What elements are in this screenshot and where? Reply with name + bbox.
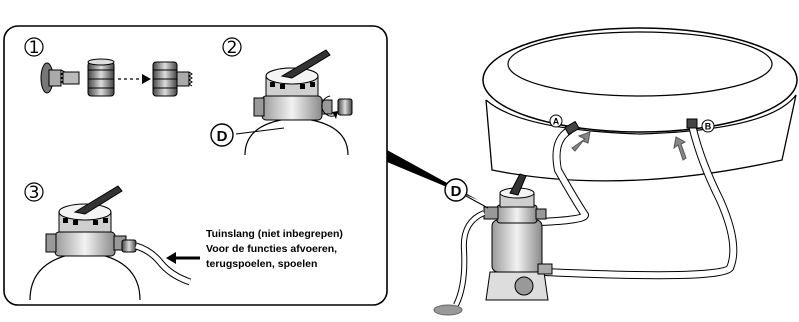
a-marker — [549, 114, 563, 128]
d-marker — [210, 123, 234, 147]
a-label: A — [553, 117, 560, 127]
water-puddle — [433, 304, 463, 316]
step-3-marker — [24, 182, 44, 202]
step-2-label: 2 — [227, 38, 238, 58]
note-line-3: terugspoelen, spoelen — [206, 258, 317, 270]
b-marker — [701, 119, 715, 133]
step-1-marker — [24, 37, 44, 57]
multiport-valve-icon — [45, 185, 127, 257]
hose-b — [544, 118, 738, 280]
note-line-2: Voor de functies afvoeren, — [206, 243, 337, 255]
filter-pump — [433, 173, 553, 316]
hose-connector-icon — [152, 61, 193, 97]
step-2: 2 D — [210, 37, 353, 156]
step-1-label: 1 — [29, 38, 40, 58]
nut-icon — [87, 58, 115, 97]
d-leader-line — [465, 195, 489, 209]
hose-a — [518, 120, 590, 227]
d-label-main: D — [451, 183, 462, 200]
hose-adapter-icon — [40, 62, 80, 94]
pool-icon — [482, 27, 798, 182]
step-1: 1 — [24, 37, 193, 97]
d-leader-line — [235, 127, 285, 135]
b-label: B — [705, 122, 712, 132]
multiport-valve-icon — [483, 173, 547, 224]
flow-arrow-b — [673, 136, 687, 161]
step-3: 3 Tuinslang (niet inbegrepen) Voor de fu… — [24, 182, 343, 301]
garden-hose — [121, 239, 192, 286]
arrow-icon — [142, 74, 151, 84]
d-label: D — [217, 128, 228, 145]
filter-tank-icon — [491, 219, 543, 273]
note-line-1: Tuinslang (niet inbegrepen) — [206, 228, 343, 240]
rotate-icon — [321, 95, 353, 119]
step-3-label: 3 — [29, 183, 40, 203]
step-2-marker — [222, 37, 242, 57]
flow-arrow-a — [571, 131, 591, 152]
multiport-valve-icon — [253, 49, 333, 121]
d-marker-main — [444, 178, 468, 202]
